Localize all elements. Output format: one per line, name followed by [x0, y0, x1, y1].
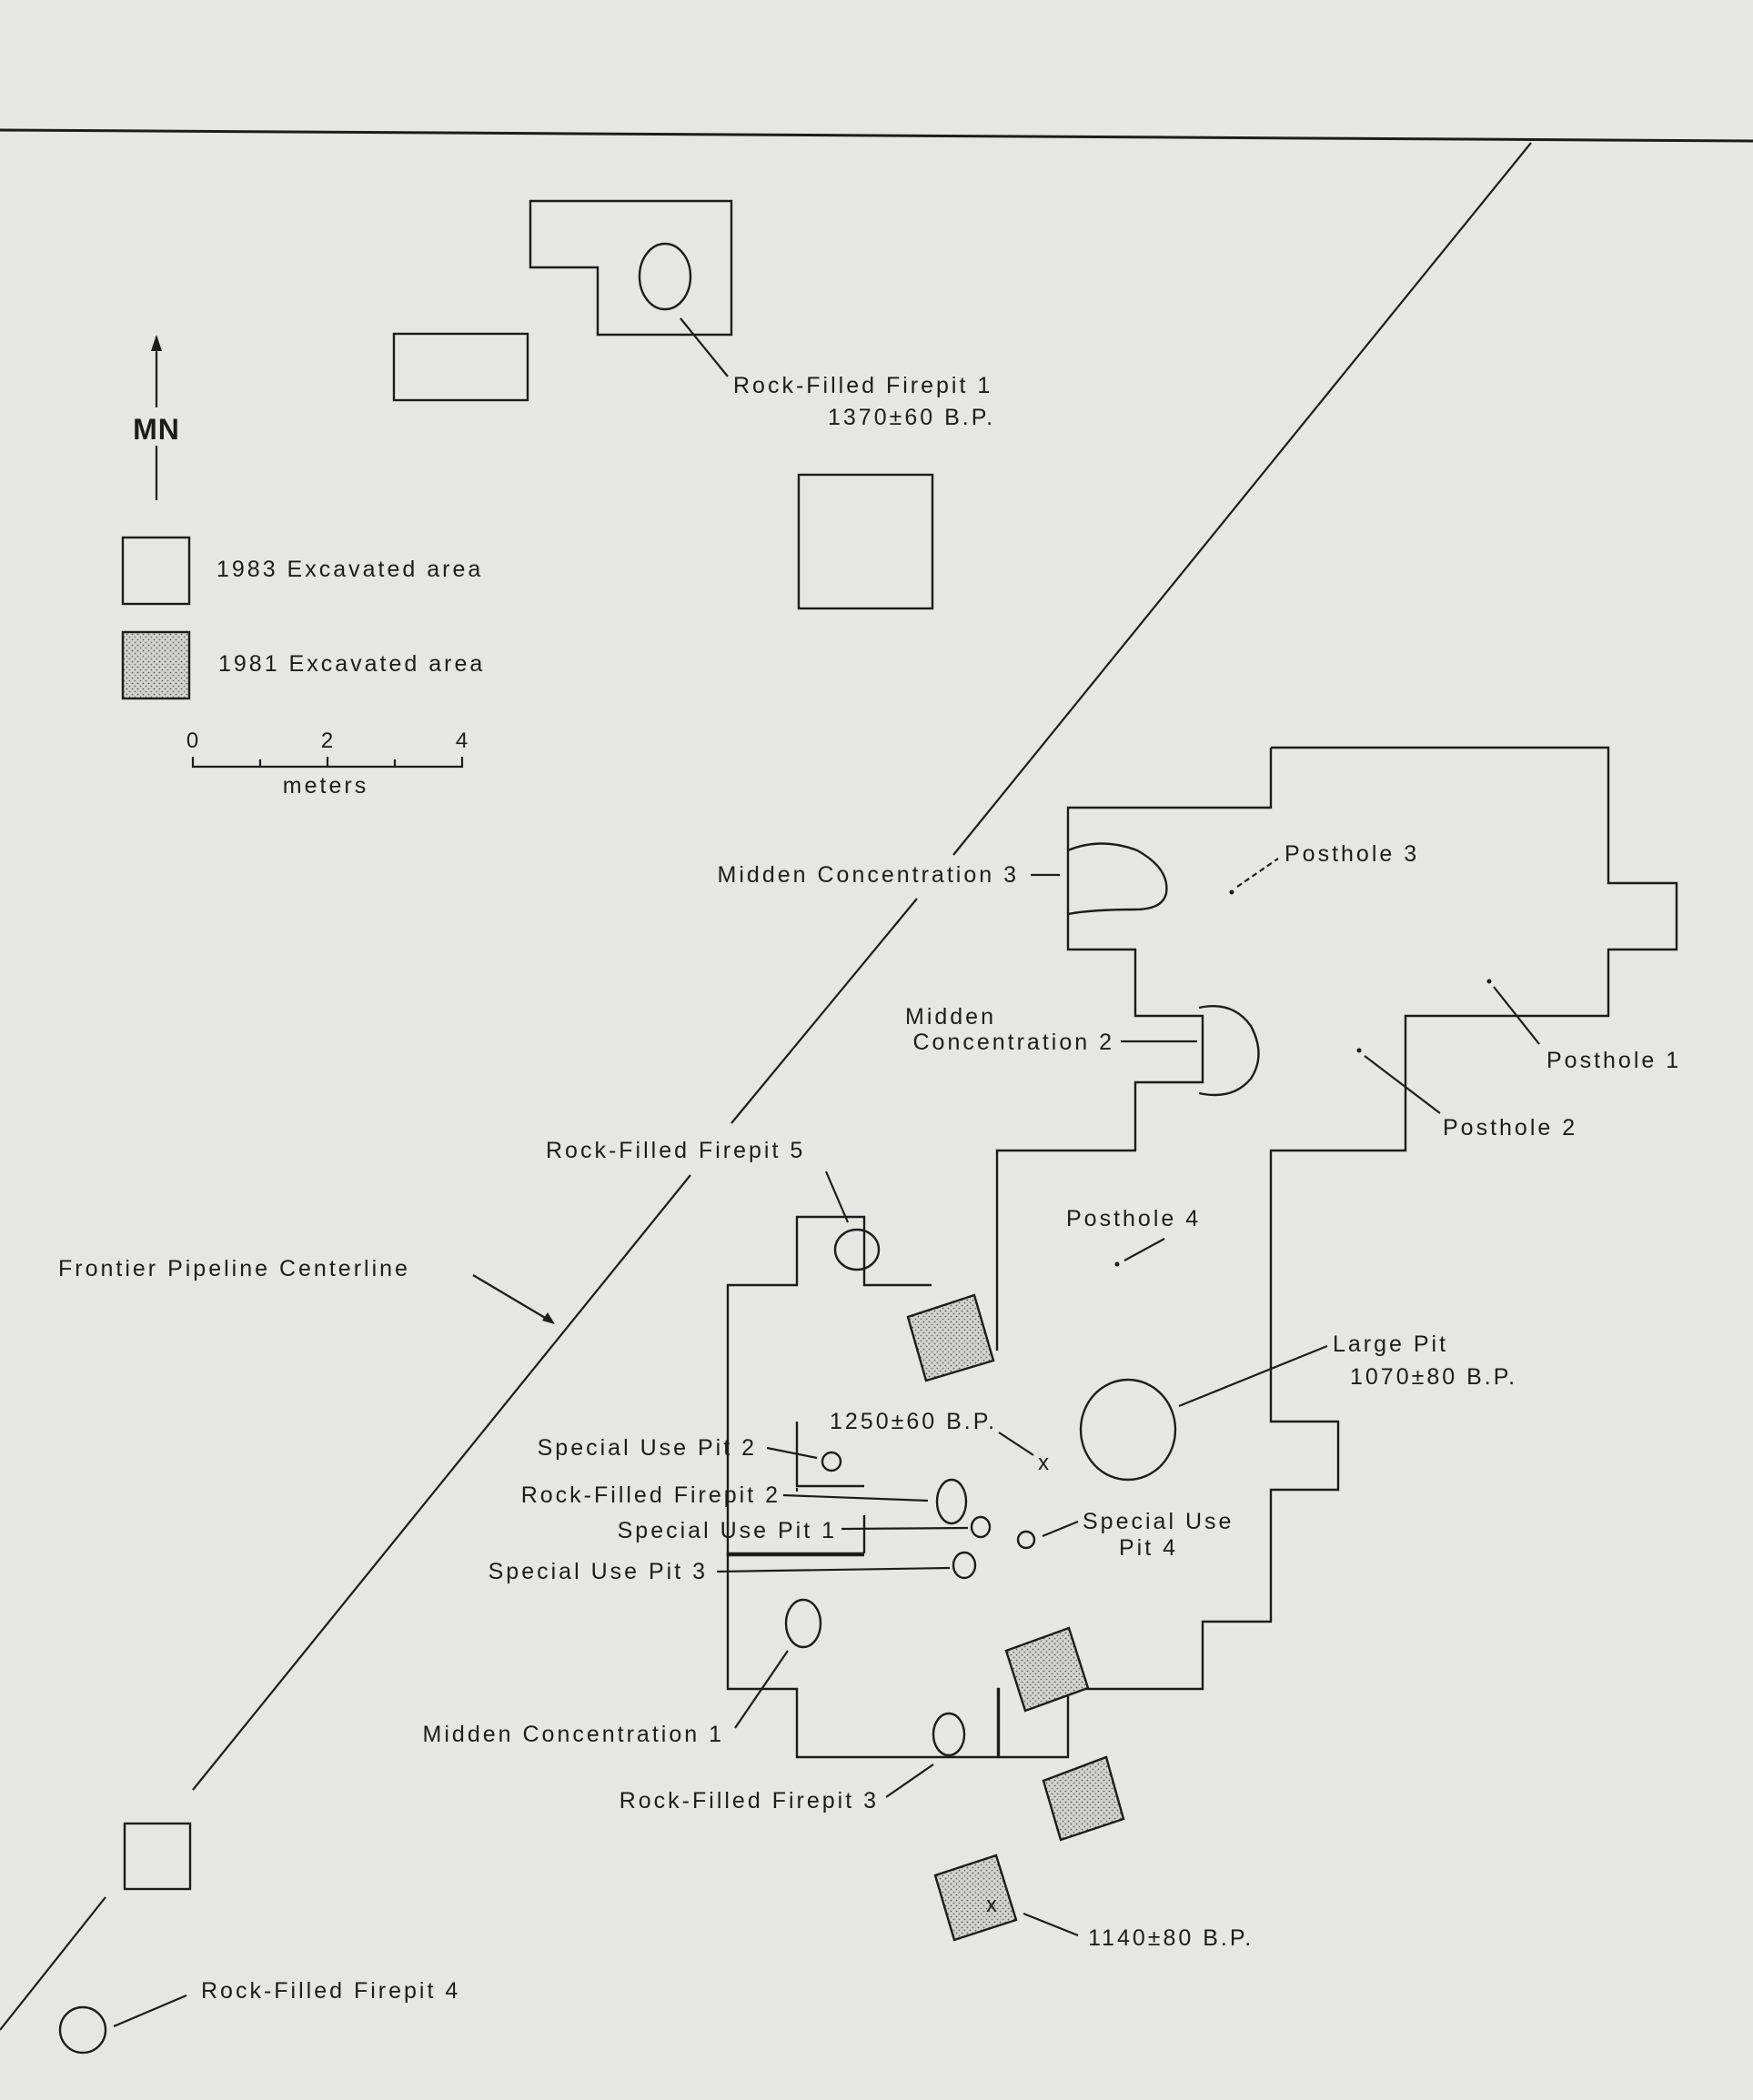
- special-use-pit-area-upper: [795, 1422, 864, 1488]
- scale-tick-0: 0: [186, 728, 199, 753]
- pipeline-centerline: [0, 142, 1532, 2031]
- label-midden-1: Midden Concentration 1: [423, 1722, 724, 1747]
- label-date-1140: 1140±80 B.P.: [1088, 1925, 1254, 1951]
- posthole-2: [1356, 1048, 1362, 1053]
- excavation-unit-firepit1: [529, 199, 733, 337]
- label-midden-2-line1: Midden: [905, 1004, 996, 1030]
- scale-tick-4: 4: [456, 728, 468, 753]
- main-block-north-edge: [995, 748, 1273, 1351]
- scale-tick-2: 2: [321, 728, 334, 753]
- scale-bar: 0 2 4 meters: [186, 728, 468, 799]
- special-use-pit-1: [970, 1515, 992, 1539]
- main-block-west-edge: [726, 1215, 932, 1557]
- label-posthole-1: Posthole 1: [1546, 1048, 1681, 1073]
- date-marker-1250-icon: x: [1038, 1451, 1050, 1475]
- label-firepit-1: Rock-Filled Firepit 1: [733, 373, 992, 398]
- legend-swatch-1983: [121, 536, 191, 606]
- date-marker-1140-icon: x: [986, 1893, 998, 1917]
- excavation-unit-c: [123, 1822, 192, 1891]
- legend-label-1981: 1981 Excavated area: [218, 651, 485, 677]
- label-pipeline-centerline: Frontier Pipeline Centerline: [58, 1256, 410, 1281]
- midden-concentration-2: [1198, 1005, 1260, 1097]
- legend-swatch-1981: [121, 630, 191, 700]
- label-firepit-4: Rock-Filled Firepit 4: [201, 1978, 460, 2004]
- main-block-east-edge: [999, 746, 1678, 1759]
- excavation-1981-b: [1004, 1626, 1090, 1713]
- label-large-pit: Large Pit: [1333, 1331, 1448, 1357]
- north-arrow-label: MN: [133, 413, 180, 446]
- legend: 1983 Excavated area 1981 Excavated area: [121, 536, 485, 700]
- label-firepit-5: Rock-Filled Firepit 5: [546, 1138, 805, 1163]
- label-special-use-pit-4-line2: Pit 4: [1119, 1535, 1178, 1561]
- label-firepit-1-date: 1370±60 B.P.: [828, 405, 995, 430]
- posthole-4: [1114, 1261, 1120, 1267]
- special-use-pit-3: [952, 1551, 977, 1580]
- label-special-use-pit-4-line1: Special Use: [1083, 1509, 1234, 1534]
- firepit-4: [58, 2005, 107, 2055]
- legend-label-1983: 1983 Excavated area: [217, 557, 483, 582]
- label-posthole-4: Posthole 4: [1066, 1206, 1201, 1231]
- label-firepit-2: Rock-Filled Firepit 2: [521, 1482, 781, 1508]
- north-arrow-icon: [151, 335, 162, 500]
- main-block-south-edge: [726, 1552, 1001, 1759]
- scale-unit: meters: [283, 773, 368, 799]
- firepit-5: [833, 1228, 881, 1271]
- label-posthole-3: Posthole 3: [1285, 841, 1419, 867]
- excavation-unit-a: [392, 332, 529, 402]
- firepit-3: [932, 1712, 966, 1757]
- excavation-1981-a: [906, 1293, 995, 1382]
- special-use-pit-2: [821, 1451, 842, 1472]
- label-date-1250: 1250±60 B.P.: [830, 1409, 997, 1434]
- excavation-unit-b: [797, 473, 934, 610]
- label-special-use-pit-3: Special Use Pit 3: [489, 1559, 708, 1584]
- excavation-1981-c: [1042, 1755, 1125, 1842]
- label-large-pit-date: 1070±80 B.P.: [1350, 1364, 1517, 1390]
- midden-concentration-1: [784, 1598, 822, 1649]
- label-midden-2-line2: Concentration 2: [912, 1030, 1114, 1055]
- map-top-border: [0, 128, 1753, 143]
- large-pit: [1079, 1378, 1177, 1482]
- firepit-1: [638, 242, 692, 311]
- firepit-2: [935, 1478, 968, 1525]
- label-midden-3: Midden Concentration 3: [718, 862, 1019, 888]
- special-use-pit-4: [1016, 1530, 1036, 1550]
- label-special-use-pit-1: Special Use Pit 1: [618, 1518, 837, 1543]
- label-posthole-2: Posthole 2: [1443, 1115, 1577, 1140]
- label-special-use-pit-2: Special Use Pit 2: [538, 1435, 757, 1461]
- excavation-1981-d: [933, 1854, 1018, 1942]
- posthole-3: [1229, 889, 1234, 895]
- label-firepit-3: Rock-Filled Firepit 3: [620, 1788, 879, 1814]
- midden-concentration-3: [1067, 842, 1168, 916]
- posthole-1: [1486, 979, 1492, 984]
